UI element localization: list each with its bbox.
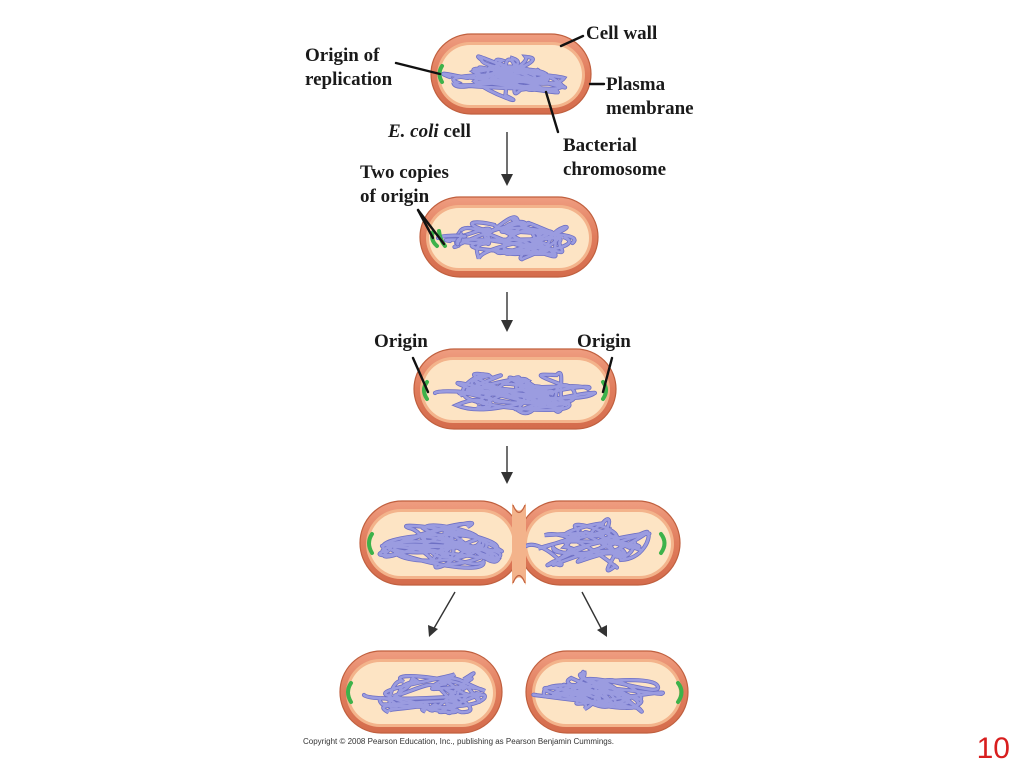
arrow-to-left-daughter <box>428 591 456 637</box>
arrows-layer <box>428 132 607 637</box>
leader-origin-left <box>411 356 430 394</box>
page-number: 10 <box>976 732 1010 765</box>
cell-stage-2-chromosome-1-strand <box>444 216 576 261</box>
cell-stage-1 <box>430 33 592 115</box>
cell-stage-4-right-chromosome-1-strand <box>524 518 651 572</box>
cell-stage-2 <box>419 196 599 278</box>
division-septum-top <box>512 504 526 514</box>
label-plasma-membrane-line2: membrane <box>606 98 694 119</box>
daughter-cell-left-origin-1 <box>346 681 353 704</box>
label-two-copies-line1: Two copies <box>360 162 449 183</box>
label-ecoli-species: E. coli <box>388 121 439 142</box>
division-septum-bottom <box>512 574 526 584</box>
cell-stage-4-left <box>359 500 523 586</box>
cell-stage-4-right-origin-1 <box>659 532 667 555</box>
cell-stage-4-left-origin-1 <box>367 532 374 555</box>
label-cell-wall: Cell wall <box>586 23 658 44</box>
leader-bacterial-chromosome <box>544 90 560 134</box>
label-origin-right: Origin <box>577 331 631 352</box>
cell-stage-3-origin-1 <box>422 380 429 401</box>
label-bacterial-chromosome-line2: chromosome <box>563 159 667 180</box>
leader-lines-layer <box>394 34 614 394</box>
cell-stage-1-chromosome-1-strand <box>441 55 567 102</box>
leader-origin-of-replication <box>394 61 442 76</box>
daughter-cell-left-chromosome-1 <box>361 671 487 716</box>
cell-stage-2-origin-1 <box>430 230 439 248</box>
leader-cell-wall <box>559 34 585 48</box>
label-ecoli-cell-word: cell <box>438 121 471 142</box>
daughter-cell-left-chromosome-1-strand <box>362 672 486 715</box>
cell-stage-4-right-chromosome-1 <box>523 517 652 573</box>
arrow-stage3-to-stage4 <box>501 446 513 484</box>
label-plasma-membrane-line1: Plasma <box>606 74 666 95</box>
arrow-to-right-daughter <box>581 591 607 637</box>
label-ecoli-cell: E. coli cell <box>388 120 471 143</box>
cell-stage-2-chromosome-2 <box>435 230 468 247</box>
cells-layer <box>339 33 689 734</box>
cell-stage-3-chromosome-1-strand <box>433 371 597 415</box>
cell-stage-3 <box>413 348 617 430</box>
label-origin-of-replication-line2: replication <box>305 69 393 90</box>
daughter-cell-right-chromosome-1-strand <box>532 670 665 713</box>
label-two-copies-line2: of origin <box>360 186 430 207</box>
cell-stage-3-chromosome-1 <box>432 370 597 416</box>
cell-stage-4-left-chromosome-1-strand <box>378 521 503 569</box>
daughter-cell-right-chromosome-1 <box>531 669 665 714</box>
daughter-cell-right <box>525 650 689 734</box>
arrow-stage1-to-stage2 <box>501 132 513 186</box>
daughter-cell-right-origin-1 <box>676 681 684 704</box>
cell-stage-4-right <box>517 500 681 586</box>
cell-stage-4-left-chromosome-1 <box>377 520 504 570</box>
label-bacterial-chromosome-line1: Bacterial <box>563 135 637 156</box>
label-origin-left: Origin <box>374 331 428 352</box>
division-septum <box>512 503 526 585</box>
leader-two-copies-b <box>416 208 446 246</box>
label-origin-of-replication-line1: Origin of <box>305 45 380 66</box>
cell-stage-2-chromosome-1 <box>444 215 577 262</box>
cell-stage-1-chromosome-1 <box>441 54 568 103</box>
leader-origin-right <box>601 356 614 394</box>
daughter-cell-left <box>339 650 503 734</box>
copyright-notice: Copyright © 2008 Pearson Education, Inc.… <box>303 737 614 746</box>
cell-stage-2-chromosome-2-strand <box>436 231 467 246</box>
arrow-stage2-to-stage3 <box>501 292 513 332</box>
cell-stage-3-origin-2 <box>601 380 608 401</box>
